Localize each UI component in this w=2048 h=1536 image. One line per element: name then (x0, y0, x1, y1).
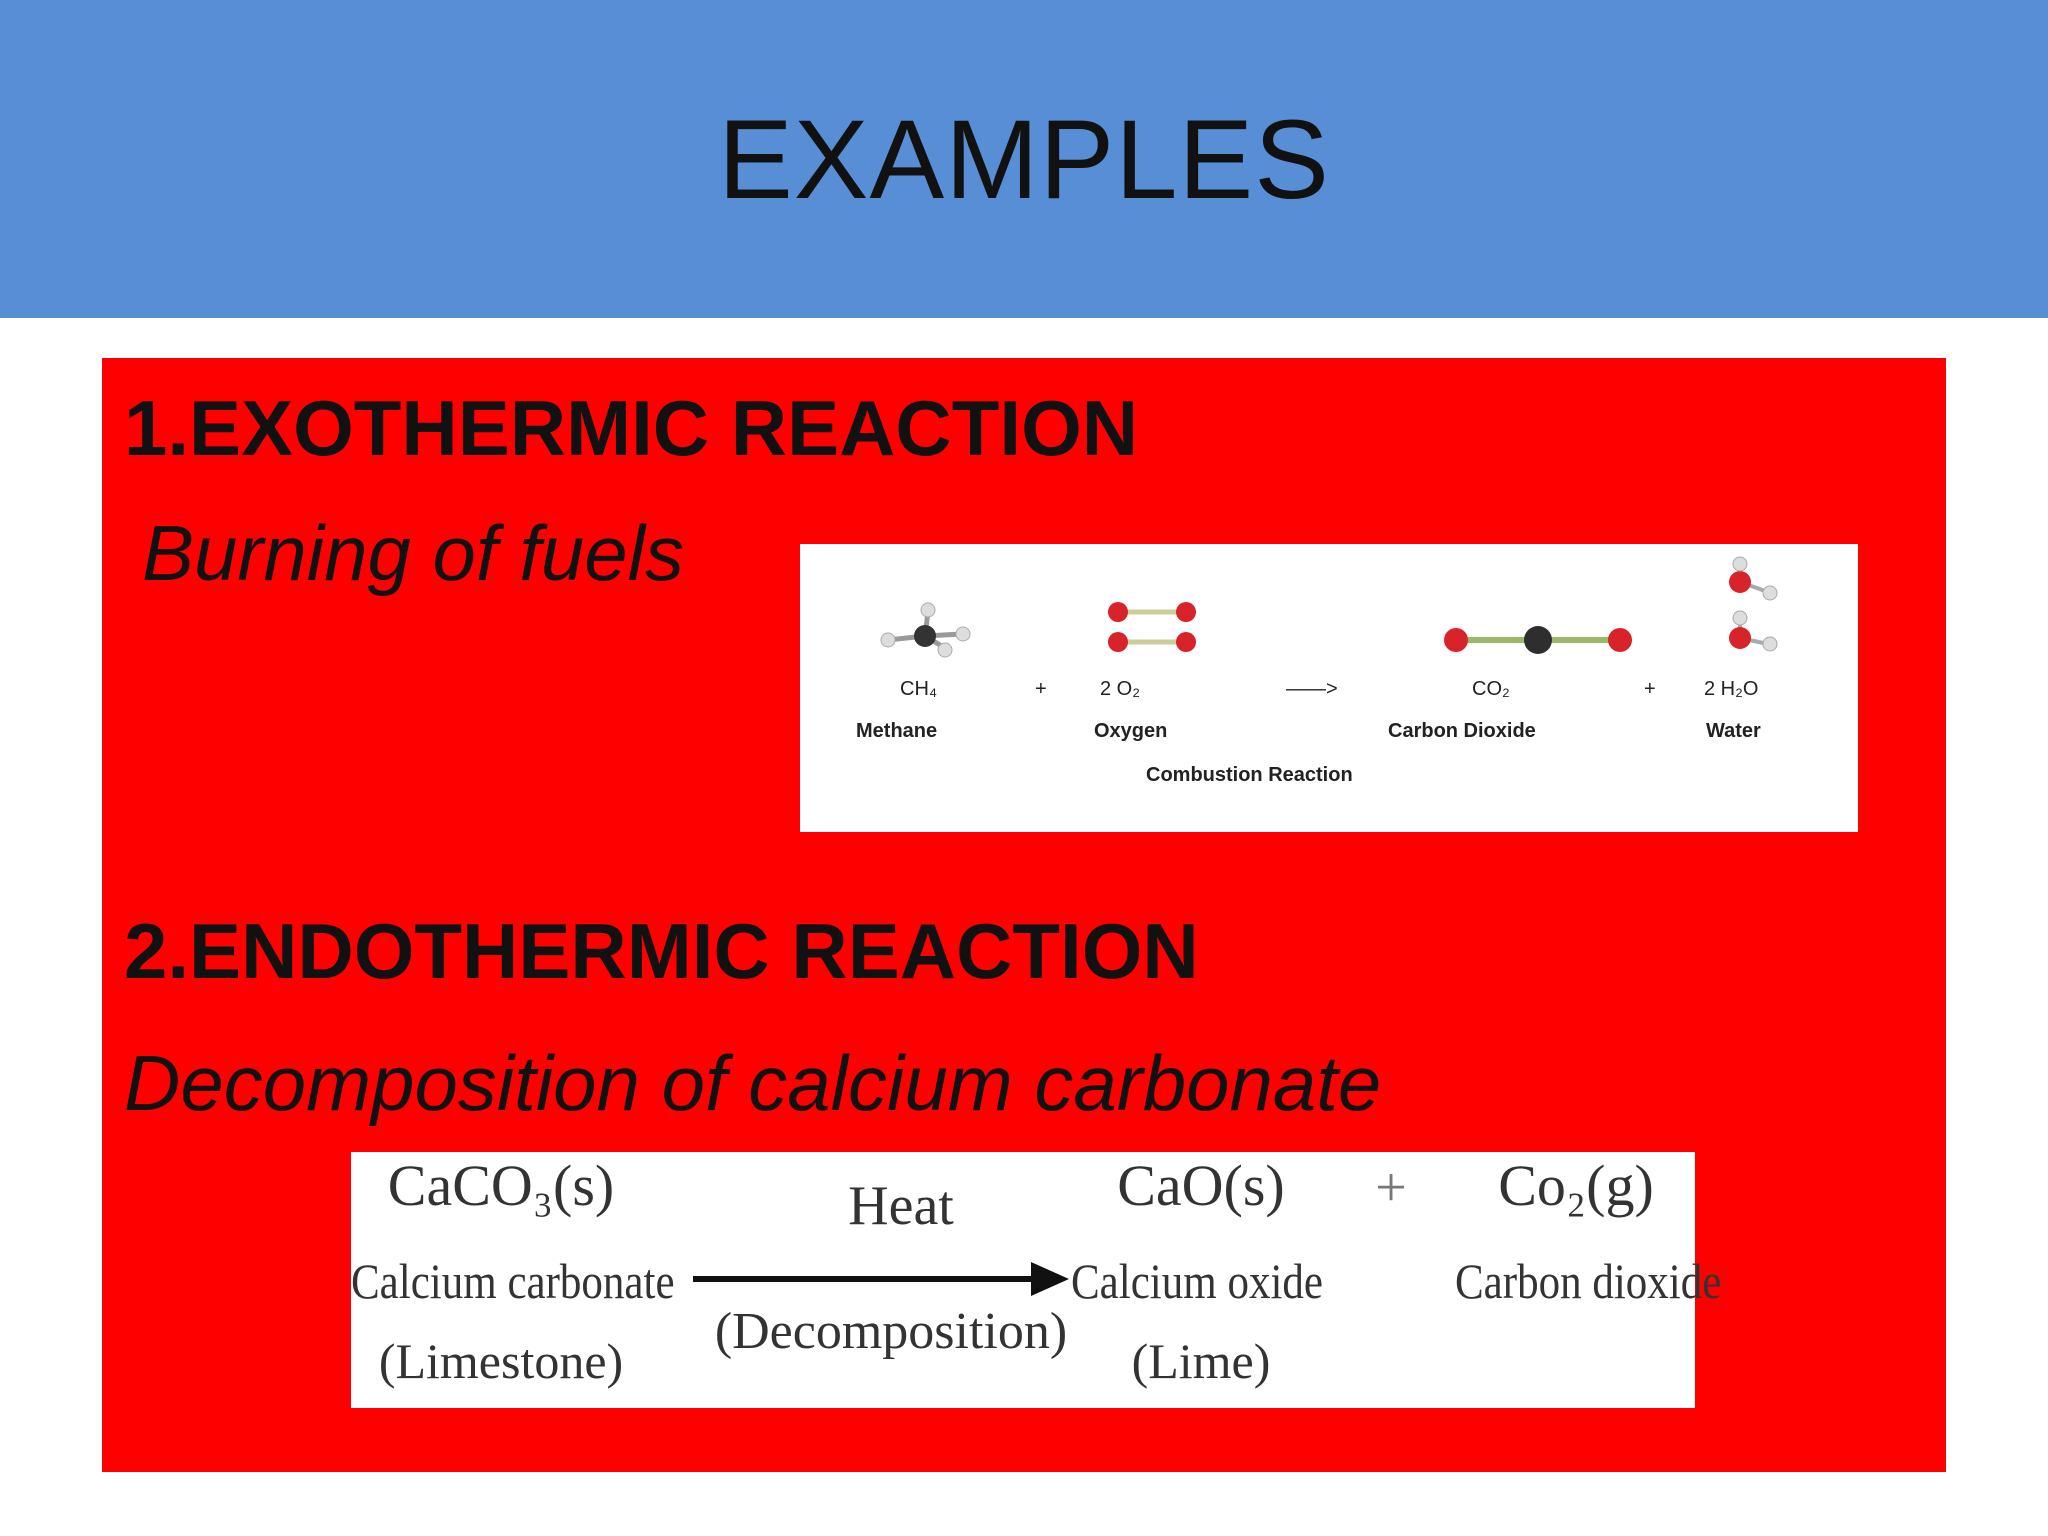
name-oxygen: Oxygen (1094, 720, 1168, 742)
endothermic-subtitle: Decomposition of calcium carbonate (124, 1039, 1382, 1127)
combustion-diagram: CH₄ + 2 O₂ ——> CO₂ + 2 H₂O Methane Oxyge… (800, 544, 1858, 832)
carbon-dioxide-molecule-icon (1444, 626, 1632, 654)
product2-name: Carbon dioxide (1455, 1253, 1722, 1309)
molecule-illustrations (880, 556, 1778, 658)
decomposition-equation: CaCO₃(s) Calcium carbonate (Limestone) H… (351, 1152, 1722, 1408)
methane-molecule-icon (880, 602, 971, 658)
name-carbon-dioxide: Carbon Dioxide (1388, 720, 1536, 742)
plus-sign: + (1644, 678, 1656, 700)
water-molecule-icon (1729, 556, 1778, 652)
reactant-common-name: (Limestone) (378, 1333, 624, 1389)
slide-title: EXAMPLES (718, 97, 1330, 222)
exothermic-heading: 1.EXOTHERMIC REACTION (124, 384, 1139, 472)
formula-oxygen: 2 O₂ (1100, 678, 1140, 700)
product1-name: Calcium oxide (1071, 1253, 1323, 1309)
reaction-arrow: ——> (1286, 678, 1338, 700)
reaction-arrow-icon (693, 1262, 1069, 1296)
reactant-formula: CaCO₃(s) (387, 1153, 615, 1218)
name-water: Water (1706, 720, 1761, 742)
reaction-condition-heat: Heat (848, 1175, 954, 1237)
reactant-name: Calcium carbonate (351, 1253, 675, 1309)
exothermic-subtitle: Burning of fuels (142, 509, 685, 597)
product1-formula: CaO(s) (1117, 1153, 1285, 1218)
formula-water: 2 H₂O (1704, 678, 1759, 700)
diagram-caption: Combustion Reaction (1146, 764, 1353, 786)
name-methane: Methane (856, 720, 938, 742)
title-bar (0, 0, 2048, 318)
product2-formula: Co₂(g) (1498, 1153, 1654, 1218)
product1-common-name: (Lime) (1131, 1333, 1271, 1389)
endothermic-heading: 2.ENDOTHERMIC REACTION (124, 907, 1199, 995)
reaction-condition-type: (Decomposition) (714, 1303, 1068, 1360)
plus-sign: + (1035, 678, 1047, 700)
formula-methane: CH₄ (900, 678, 938, 700)
content-box: 1.EXOTHERMIC REACTION Burning of fuels (102, 358, 1946, 1472)
formula-carbon-dioxide: CO₂ (1472, 678, 1510, 700)
plus-sign: + (1375, 1157, 1407, 1219)
oxygen-molecule-icon (1108, 602, 1196, 652)
